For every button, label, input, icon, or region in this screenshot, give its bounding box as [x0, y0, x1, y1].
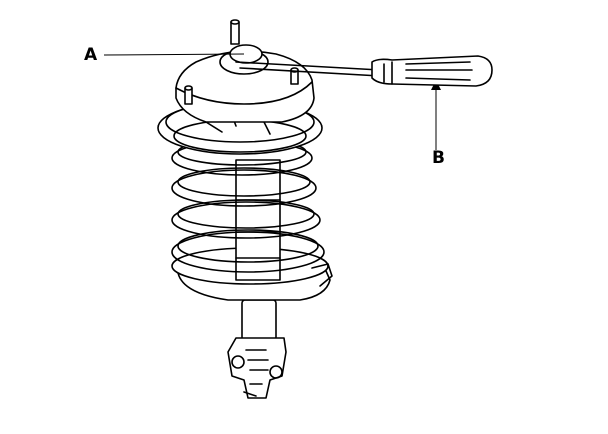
callout-b: B [432, 148, 445, 168]
screwdriver [235, 55, 493, 87]
coil-spring [171, 138, 325, 273]
shock-lower-mount [227, 299, 287, 399]
upper-strut-mount [175, 44, 315, 123]
shock-tube [235, 159, 281, 281]
callout-a: A [84, 45, 98, 65]
leader-line-a [103, 53, 245, 56]
mounting-studs [184, 19, 299, 105]
